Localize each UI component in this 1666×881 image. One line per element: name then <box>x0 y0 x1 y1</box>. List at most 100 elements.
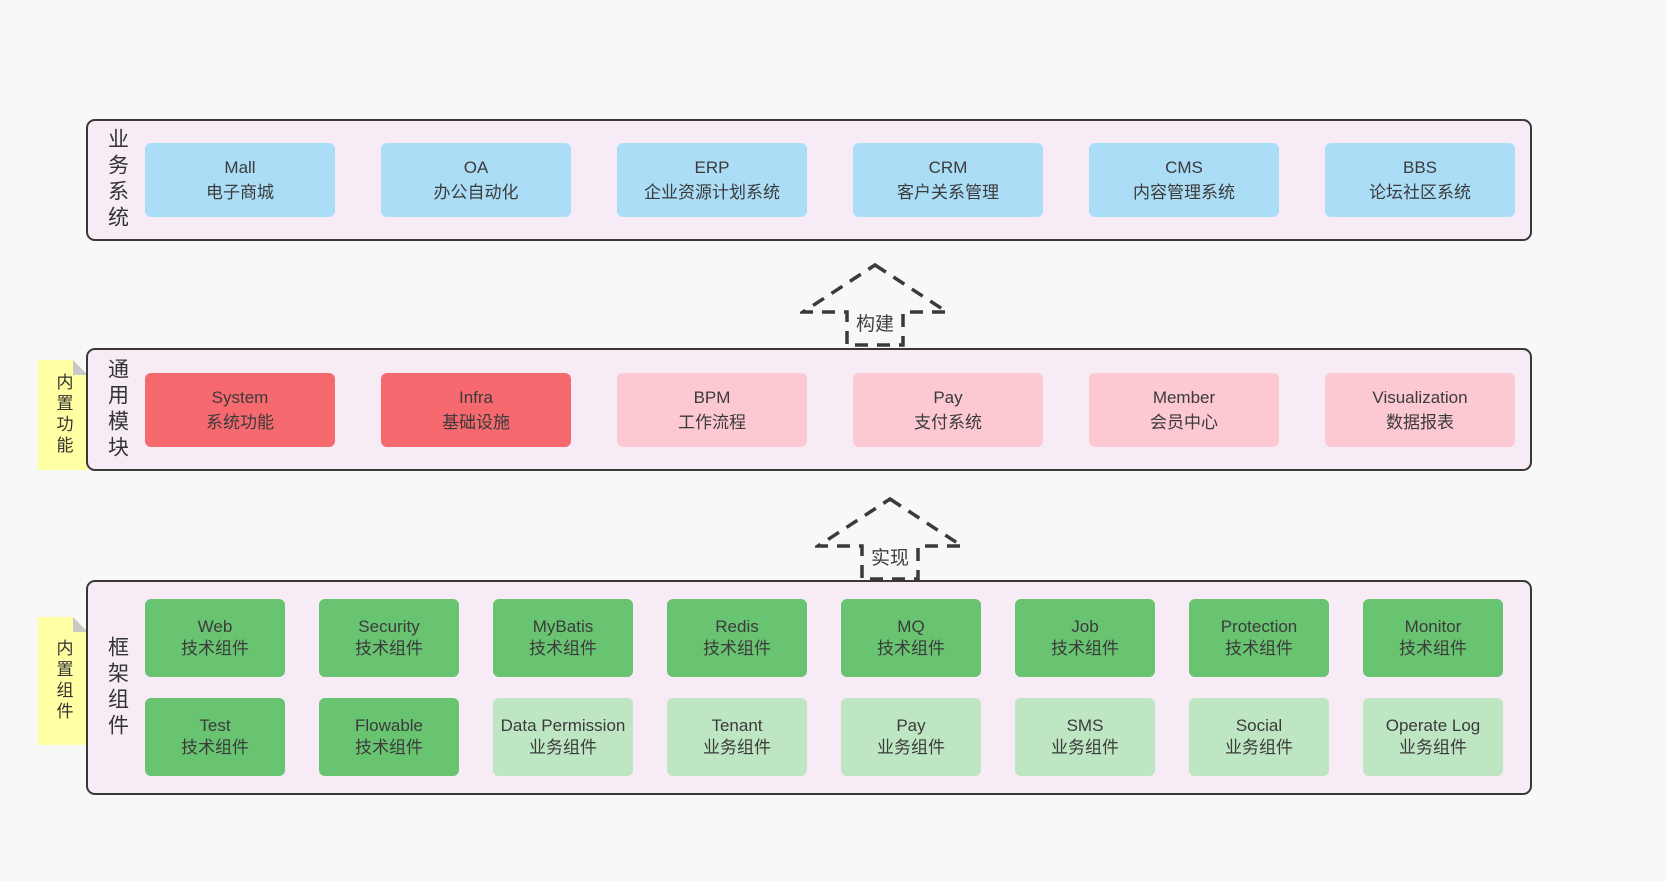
section-label-modules: 通用模块 <box>105 357 129 462</box>
business-box-crm: CRM 客户关系管理 <box>853 143 1043 217</box>
component-box-social: Social 业务组件 <box>1189 698 1329 776</box>
box-subtitle: 会员中心 <box>1150 412 1218 432</box>
box-title: Test <box>199 716 231 735</box>
box-subtitle: 业务组件 <box>1399 738 1467 757</box>
sticky-note-builtin-features: 内置功能 <box>38 360 88 470</box>
box-subtitle: 基础设施 <box>442 412 510 432</box>
box-title: Web <box>197 617 233 636</box>
business-box-row: Mall 电子商城 OA 办公自动化 ERP 企业资源计划系统 CRM 客户关系… <box>145 143 1515 217</box>
component-box-security: Security 技术组件 <box>319 599 459 677</box>
box-subtitle: 支付系统 <box>914 412 982 432</box>
component-box-mybatis: MyBatis 技术组件 <box>493 599 633 677</box>
box-title: CRM <box>928 158 968 177</box>
box-subtitle: 技术组件 <box>355 639 423 658</box>
component-box-mq: MQ 技术组件 <box>841 599 981 677</box>
module-box-bpm: BPM 工作流程 <box>617 372 807 447</box>
box-title: MQ <box>897 617 925 636</box>
box-title: Protection <box>1220 617 1298 636</box>
box-title: Flowable <box>354 716 424 735</box>
box-subtitle: 业务组件 <box>1225 738 1293 757</box>
box-title: Tenant <box>711 716 763 735</box>
module-box-pay: Pay 支付系统 <box>853 372 1043 447</box>
box-subtitle: 企业资源计划系统 <box>644 183 780 202</box>
component-box-operate-log: Operate Log 业务组件 <box>1363 698 1503 776</box>
components-grid: Web 技术组件 Security 技术组件 MyBatis 技术组件 Redi… <box>145 599 1503 776</box>
box-title: SMS <box>1066 716 1104 735</box>
component-box-job: Job 技术组件 <box>1015 599 1155 677</box>
module-box-visualization: Visualization 数据报表 <box>1325 372 1515 447</box>
component-box-redis: Redis 技术组件 <box>667 599 807 677</box>
box-title: Visualization <box>1372 387 1468 407</box>
box-subtitle: 论坛社区系统 <box>1369 183 1471 202</box>
box-title: CMS <box>1165 158 1203 177</box>
box-title: BPM <box>693 387 731 407</box>
box-subtitle: 办公自动化 <box>433 183 519 202</box>
business-box-cms: CMS 内容管理系统 <box>1089 143 1279 217</box>
box-title: MyBatis <box>532 617 594 636</box>
box-subtitle: 技术组件 <box>355 738 423 757</box>
sticky-note-builtin-components: 内置组件 <box>38 617 88 745</box>
box-subtitle: 技术组件 <box>181 738 249 757</box>
box-subtitle: 技术组件 <box>1051 639 1119 658</box>
section-business-systems: 业务系统 Mall 电子商城 OA 办公自动化 ERP 企业资源计划系统 CRM… <box>86 119 1532 241</box>
module-box-member: Member 会员中心 <box>1089 372 1279 447</box>
box-subtitle: 数据报表 <box>1386 412 1454 432</box>
box-title: Member <box>1152 387 1216 407</box>
box-title: System <box>211 387 269 407</box>
component-box-test: Test 技术组件 <box>145 698 285 776</box>
module-box-system: System 系统功能 <box>145 372 335 447</box>
business-box-oa: OA 办公自动化 <box>381 143 571 217</box>
section-framework-components: 框架组件 Web 技术组件 Security 技术组件 MyBatis 技术组件… <box>86 580 1532 795</box>
implement-arrow-icon: 实现 <box>815 496 965 582</box>
implement-arrow-label: 实现 <box>871 547 909 569</box>
box-subtitle: 技术组件 <box>877 639 945 658</box>
box-subtitle: 技术组件 <box>1399 639 1467 658</box>
build-arrow-icon: 构建 <box>800 262 950 348</box>
box-subtitle: 技术组件 <box>1225 639 1293 658</box>
section-label-business: 业务系统 <box>105 128 129 232</box>
component-box-protection: Protection 技术组件 <box>1189 599 1329 677</box>
component-box-flowable: Flowable 技术组件 <box>319 698 459 776</box>
box-title: Data Permission <box>500 716 626 735</box>
box-subtitle: 客户关系管理 <box>897 183 999 202</box>
components-row-2: Test 技术组件 Flowable 技术组件 Data Permission … <box>145 698 1503 776</box>
box-subtitle: 业务组件 <box>703 738 771 757</box>
component-box-tenant: Tenant 业务组件 <box>667 698 807 776</box>
box-subtitle: 技术组件 <box>529 639 597 658</box>
box-subtitle: 电子商城 <box>206 183 274 202</box>
box-title: ERP <box>694 158 730 177</box>
component-box-web: Web 技术组件 <box>145 599 285 677</box>
section-common-modules: 通用模块 System 系统功能 Infra 基础设施 BPM 工作流程 Pay… <box>86 348 1532 471</box>
modules-box-row: System 系统功能 Infra 基础设施 BPM 工作流程 Pay 支付系统… <box>145 372 1515 447</box>
build-arrow-label: 构建 <box>856 313 894 335</box>
box-subtitle: 技术组件 <box>181 639 249 658</box>
box-title: Social <box>1235 716 1283 735</box>
components-row-1: Web 技术组件 Security 技术组件 MyBatis 技术组件 Redi… <box>145 599 1503 677</box>
business-box-bbs: BBS 论坛社区系统 <box>1325 143 1515 217</box>
box-title: Monitor <box>1404 617 1462 636</box>
box-title: BBS <box>1402 158 1438 177</box>
component-box-data-permission: Data Permission 业务组件 <box>493 698 633 776</box>
section-label-components: 框架组件 <box>105 635 129 740</box>
box-title: Job <box>1071 617 1099 636</box>
box-title: Pay <box>896 716 926 735</box>
box-title: Redis <box>715 617 759 636</box>
box-title: Security <box>358 617 420 636</box>
box-subtitle: 系统功能 <box>206 412 274 432</box>
box-subtitle: 内容管理系统 <box>1133 183 1235 202</box>
component-box-pay: Pay 业务组件 <box>841 698 981 776</box>
box-subtitle: 业务组件 <box>1051 738 1119 757</box>
box-subtitle: 业务组件 <box>529 738 597 757</box>
business-box-erp: ERP 企业资源计划系统 <box>617 143 807 217</box>
module-box-infra: Infra 基础设施 <box>381 372 571 447</box>
box-subtitle: 技术组件 <box>703 639 771 658</box>
component-box-monitor: Monitor 技术组件 <box>1363 599 1503 677</box>
component-box-sms: SMS 业务组件 <box>1015 698 1155 776</box>
box-subtitle: 业务组件 <box>877 738 945 757</box>
box-title: Mall <box>224 158 256 177</box>
box-subtitle: 工作流程 <box>678 412 746 432</box>
business-box-mall: Mall 电子商城 <box>145 143 335 217</box>
box-title: Infra <box>458 387 494 407</box>
box-title: Pay <box>933 387 963 407</box>
